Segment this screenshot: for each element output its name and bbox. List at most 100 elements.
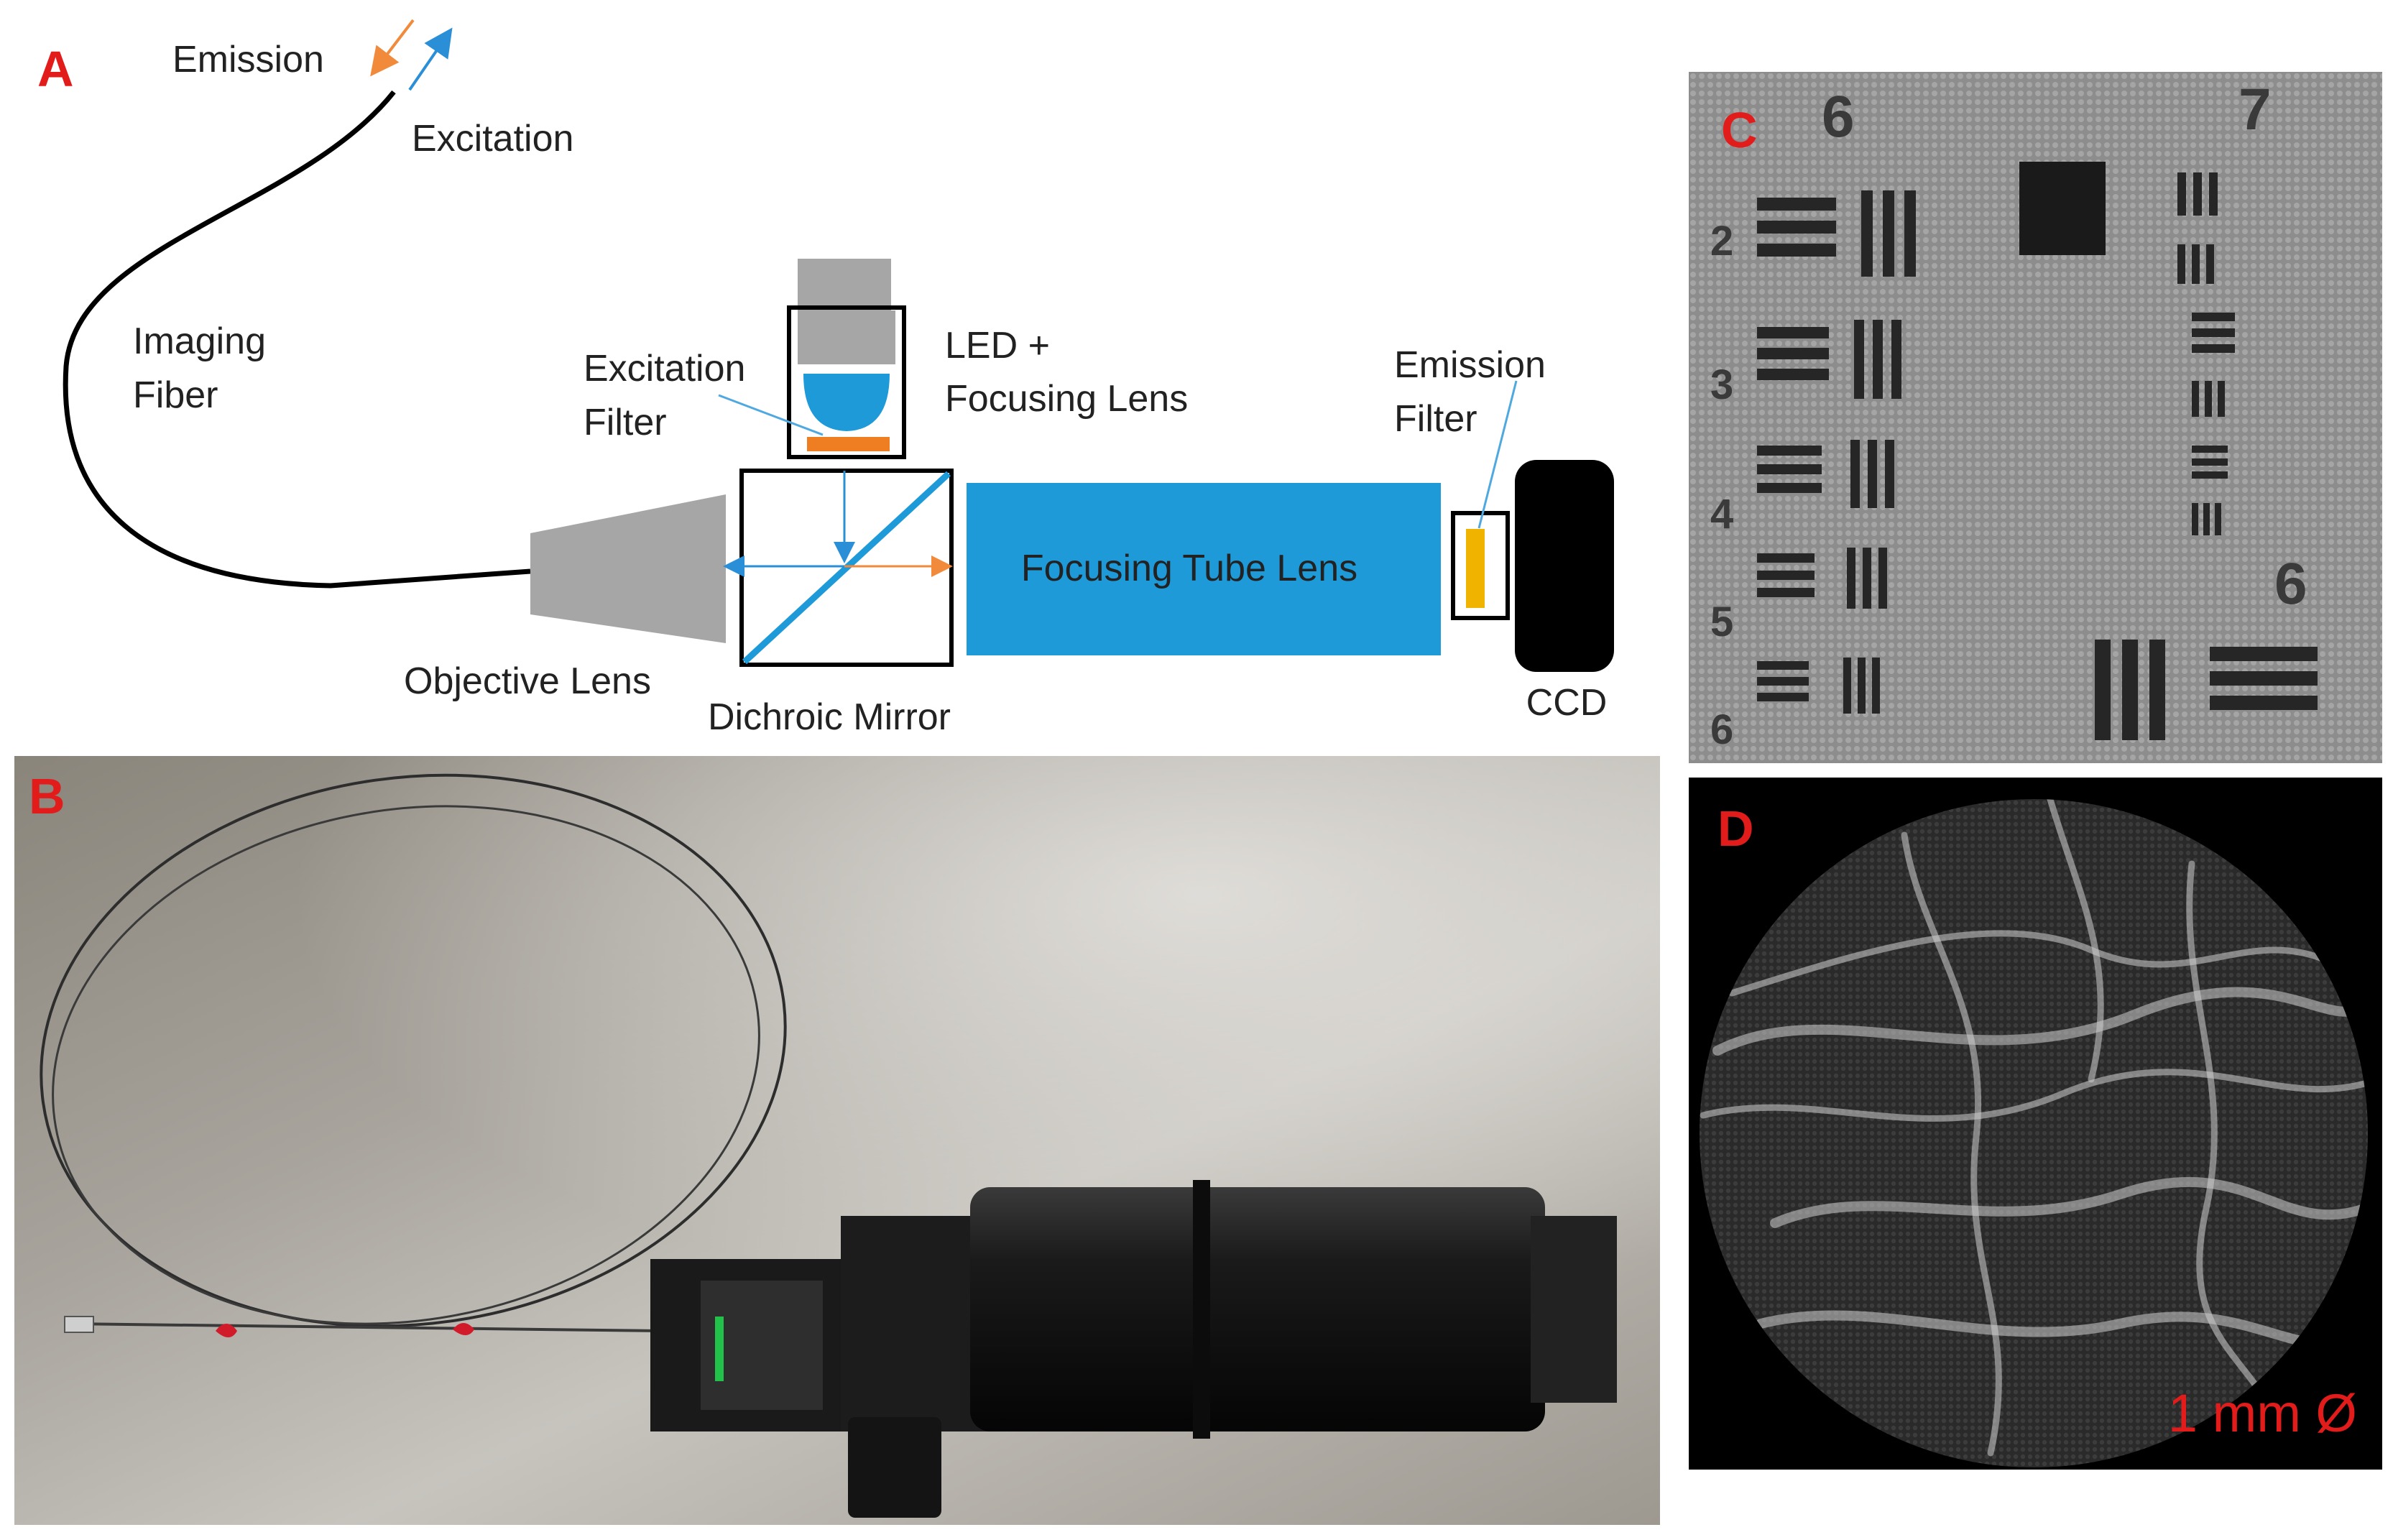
imaging-fiber-label-1: Imaging bbox=[133, 321, 266, 362]
resolution-target-svg: C 6 7 6 2 3 4 5 6 bbox=[1689, 72, 2382, 763]
target-bar bbox=[1757, 483, 1822, 493]
focusing-tube-lens-label: Focusing Tube Lens bbox=[1021, 548, 1357, 589]
target-bar bbox=[2192, 344, 2235, 353]
target-bar bbox=[2218, 381, 2225, 417]
target-bar bbox=[1757, 464, 1822, 474]
target-bar bbox=[2149, 640, 2165, 740]
target-bar bbox=[1878, 548, 1887, 609]
focusing-tube-lens bbox=[967, 483, 1441, 655]
excitation-filter bbox=[807, 437, 890, 451]
target-bar bbox=[2122, 640, 2138, 740]
element-number: 4 bbox=[1710, 491, 1733, 538]
target-bar bbox=[1847, 548, 1855, 609]
tissue-strand bbox=[1712, 987, 2368, 1056]
target-bar bbox=[1861, 190, 1873, 277]
imaging-fiber-label-2: Fiber bbox=[133, 374, 218, 416]
target-bar bbox=[1757, 693, 1809, 701]
excitation-filter-leader bbox=[718, 394, 824, 436]
target-bar bbox=[2192, 503, 2198, 535]
emission-label: Emission bbox=[172, 39, 324, 80]
panel-letter-c: C bbox=[1721, 102, 1758, 158]
excitation-filter-label-2: Filter bbox=[584, 402, 667, 443]
fiber-tag bbox=[453, 1323, 474, 1335]
target-bar bbox=[1757, 348, 1829, 359]
ccd-camera bbox=[1515, 460, 1614, 672]
target-bar bbox=[2210, 696, 2318, 710]
fiber-loop-inner bbox=[52, 805, 760, 1325]
target-bar bbox=[1843, 658, 1851, 714]
tissue-strand bbox=[1728, 930, 2339, 997]
target-bar bbox=[2205, 381, 2212, 417]
target-bar bbox=[1757, 661, 1809, 670]
target-bar bbox=[1850, 440, 1860, 508]
target-bar bbox=[1757, 244, 1836, 257]
target-bar bbox=[1757, 446, 1822, 456]
led-module bbox=[848, 1417, 941, 1518]
fiber-tag bbox=[216, 1324, 237, 1337]
objective-lens-label: Objective Lens bbox=[404, 660, 651, 702]
target-bar bbox=[1873, 320, 1883, 399]
tube-lens-barrel bbox=[970, 1187, 1545, 1431]
target-bar bbox=[1757, 369, 1829, 380]
target-bar bbox=[2177, 172, 2186, 216]
target-bar bbox=[2203, 503, 2210, 535]
tissue-strand bbox=[1901, 831, 2002, 1457]
target-bar bbox=[1757, 553, 1815, 563]
element-number: 5 bbox=[1710, 599, 1733, 645]
panel-letter-a: A bbox=[37, 41, 74, 97]
target-bar bbox=[2192, 381, 2199, 417]
target-bar bbox=[2210, 647, 2318, 661]
target-bars bbox=[1757, 172, 2318, 740]
target-bar bbox=[2095, 640, 2111, 740]
target-bar bbox=[1757, 677, 1809, 686]
resolution-target-image: C 6 7 6 2 3 4 5 6 bbox=[1689, 72, 2382, 763]
target-bar bbox=[2193, 172, 2202, 216]
element-number: 6 bbox=[1710, 706, 1733, 753]
target-bar bbox=[2192, 313, 2235, 321]
dichroic-mirror-label: Dichroic Mirror bbox=[708, 696, 951, 738]
emission-arrow bbox=[370, 19, 415, 77]
field-of-view bbox=[1700, 799, 2368, 1467]
target-bar bbox=[1757, 221, 1836, 234]
target-square bbox=[2019, 162, 2106, 255]
dichroic-mirror bbox=[742, 471, 951, 665]
excitation-arrow bbox=[408, 27, 453, 91]
schematic-panel: A Emission Excitation Imaging Fiber Obje… bbox=[0, 0, 1638, 747]
tissue-strand bbox=[1700, 1069, 2368, 1122]
target-bar bbox=[1757, 327, 1829, 338]
target-bar bbox=[1891, 320, 1901, 399]
target-bar bbox=[2192, 244, 2200, 284]
instrument-photo: B bbox=[14, 756, 1660, 1525]
tissue-image: D 1 mm Ø bbox=[1689, 778, 2382, 1470]
excitation-filter-label-1: Excitation bbox=[584, 348, 745, 389]
target-bar bbox=[2192, 328, 2235, 337]
fiber-connector bbox=[64, 1316, 94, 1333]
element-number: 2 bbox=[1710, 218, 1733, 264]
emission-filter-label-2: Filter bbox=[1394, 398, 1477, 440]
target-bar bbox=[1868, 440, 1877, 508]
target-bar bbox=[2209, 172, 2218, 216]
emission-filter bbox=[1466, 529, 1485, 608]
target-bar bbox=[2192, 471, 2228, 479]
panel-letter-d: D bbox=[1717, 801, 1754, 857]
emission-filter-leader bbox=[1477, 380, 1518, 529]
led-label-1: LED + bbox=[945, 325, 1050, 366]
element-number: 3 bbox=[1710, 361, 1733, 408]
target-bar bbox=[2210, 671, 2318, 686]
target-bar bbox=[1757, 198, 1836, 211]
target-bar bbox=[2192, 458, 2228, 466]
tissue-strand bbox=[2186, 860, 2282, 1428]
focusing-lens bbox=[803, 374, 890, 431]
target-bar bbox=[1757, 588, 1815, 597]
target-bar bbox=[1904, 190, 1916, 277]
group-number: 6 bbox=[2274, 551, 2307, 617]
target-bar bbox=[1863, 548, 1871, 609]
led-housing bbox=[787, 305, 906, 459]
fiber-loop-outer bbox=[40, 773, 787, 1328]
target-bar bbox=[2177, 244, 2185, 284]
target-bar bbox=[2192, 446, 2228, 453]
tissue-image-svg: D 1 mm Ø bbox=[1689, 778, 2382, 1470]
led-label-2: Focusing Lens bbox=[945, 378, 1188, 420]
tissue-strand bbox=[1770, 1176, 2368, 1228]
excitation-label: Excitation bbox=[412, 118, 573, 160]
